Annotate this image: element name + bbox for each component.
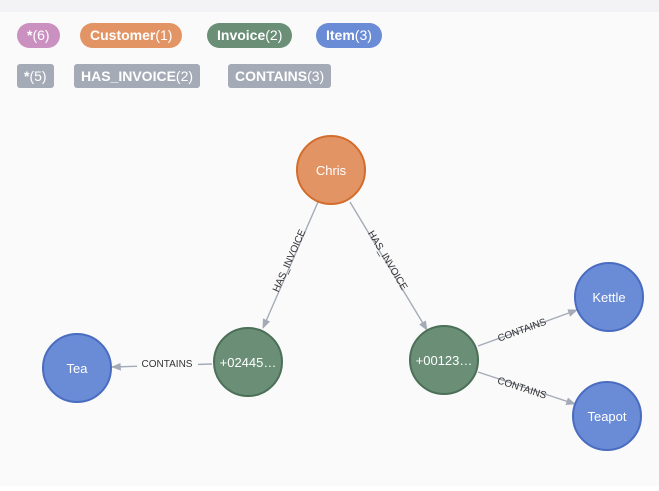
rel-type-all-chip[interactable]: *(5) [17, 64, 54, 88]
edge-has-invoice-1-label: HAS_INVOICE [271, 228, 309, 294]
node-invoice-2[interactable]: +00123… [409, 325, 479, 395]
edge-contains-tea[interactable]: CONTAINS [111, 355, 213, 371]
rel-type-all-name: * [24, 68, 30, 84]
node-invoice-1[interactable]: +02445… [213, 327, 283, 397]
node-tea-label: Tea [67, 361, 89, 376]
node-label-invoice-count: (2) [265, 27, 283, 43]
node-item-tea[interactable]: Tea [42, 333, 112, 403]
node-customer-chris[interactable]: Chris [296, 135, 366, 205]
rel-type-contains-chip[interactable]: CONTAINS(3) [228, 64, 332, 88]
node-chris-label: Chris [316, 163, 347, 178]
node-label-invoice-pill[interactable]: Invoice(2) [207, 23, 293, 48]
rel-type-has-invoice-count: (2) [175, 68, 194, 84]
graph-canvas[interactable]: HAS_INVOICE HAS_INVOICE CONTAINS CONTAIN… [0, 100, 659, 486]
edge-contains-teapot-label: CONTAINS [496, 376, 548, 402]
node-label-all-pill[interactable]: *(6) [17, 23, 60, 48]
edge-contains-tea-label: CONTAINS [142, 359, 193, 370]
edge-has-invoice-1[interactable]: HAS_INVOICE [262, 201, 319, 329]
edge-contains-kettle-label: CONTAINS [496, 317, 548, 345]
node-label-all-name: * [27, 27, 33, 43]
rel-type-contains-name: CONTAINS [235, 68, 308, 84]
legend-panel: *(6) Customer(1) Invoice(2) Item(3) *(5)… [0, 12, 659, 100]
edge-contains-kettle[interactable]: CONTAINS [477, 309, 578, 347]
node-item-kettle[interactable]: Kettle [574, 262, 644, 332]
node-label-all-count: (6) [32, 27, 50, 43]
node-label-customer-count: (1) [155, 27, 173, 43]
node-label-customer-name: Customer [90, 27, 156, 43]
node-invoice-1-label: +02445… [220, 355, 277, 370]
node-label-item-count: (3) [354, 27, 372, 43]
node-kettle-label: Kettle [592, 290, 625, 305]
node-teapot-label: Teapot [587, 409, 626, 424]
edge-has-invoice-2[interactable]: HAS_INVOICE [349, 201, 428, 331]
node-invoice-2-label: +00123… [416, 353, 473, 368]
node-label-customer-pill[interactable]: Customer(1) [80, 23, 183, 48]
node-label-item-name: Item [326, 27, 355, 43]
node-label-invoice-name: Invoice [217, 27, 266, 43]
edge-contains-teapot[interactable]: CONTAINS [477, 371, 576, 405]
rel-type-has-invoice-chip[interactable]: HAS_INVOICE(2) [74, 64, 201, 88]
graph-svg[interactable]: HAS_INVOICE HAS_INVOICE CONTAINS CONTAIN… [0, 100, 659, 486]
rel-type-has-invoice-name: HAS_INVOICE [81, 68, 176, 84]
node-label-item-pill[interactable]: Item(3) [316, 23, 382, 48]
edge-has-invoice-2-label: HAS_INVOICE [365, 229, 409, 293]
node-item-teapot[interactable]: Teapot [572, 381, 642, 451]
rel-type-all-count: (5) [29, 68, 47, 84]
rel-type-contains-count: (3) [307, 68, 325, 84]
